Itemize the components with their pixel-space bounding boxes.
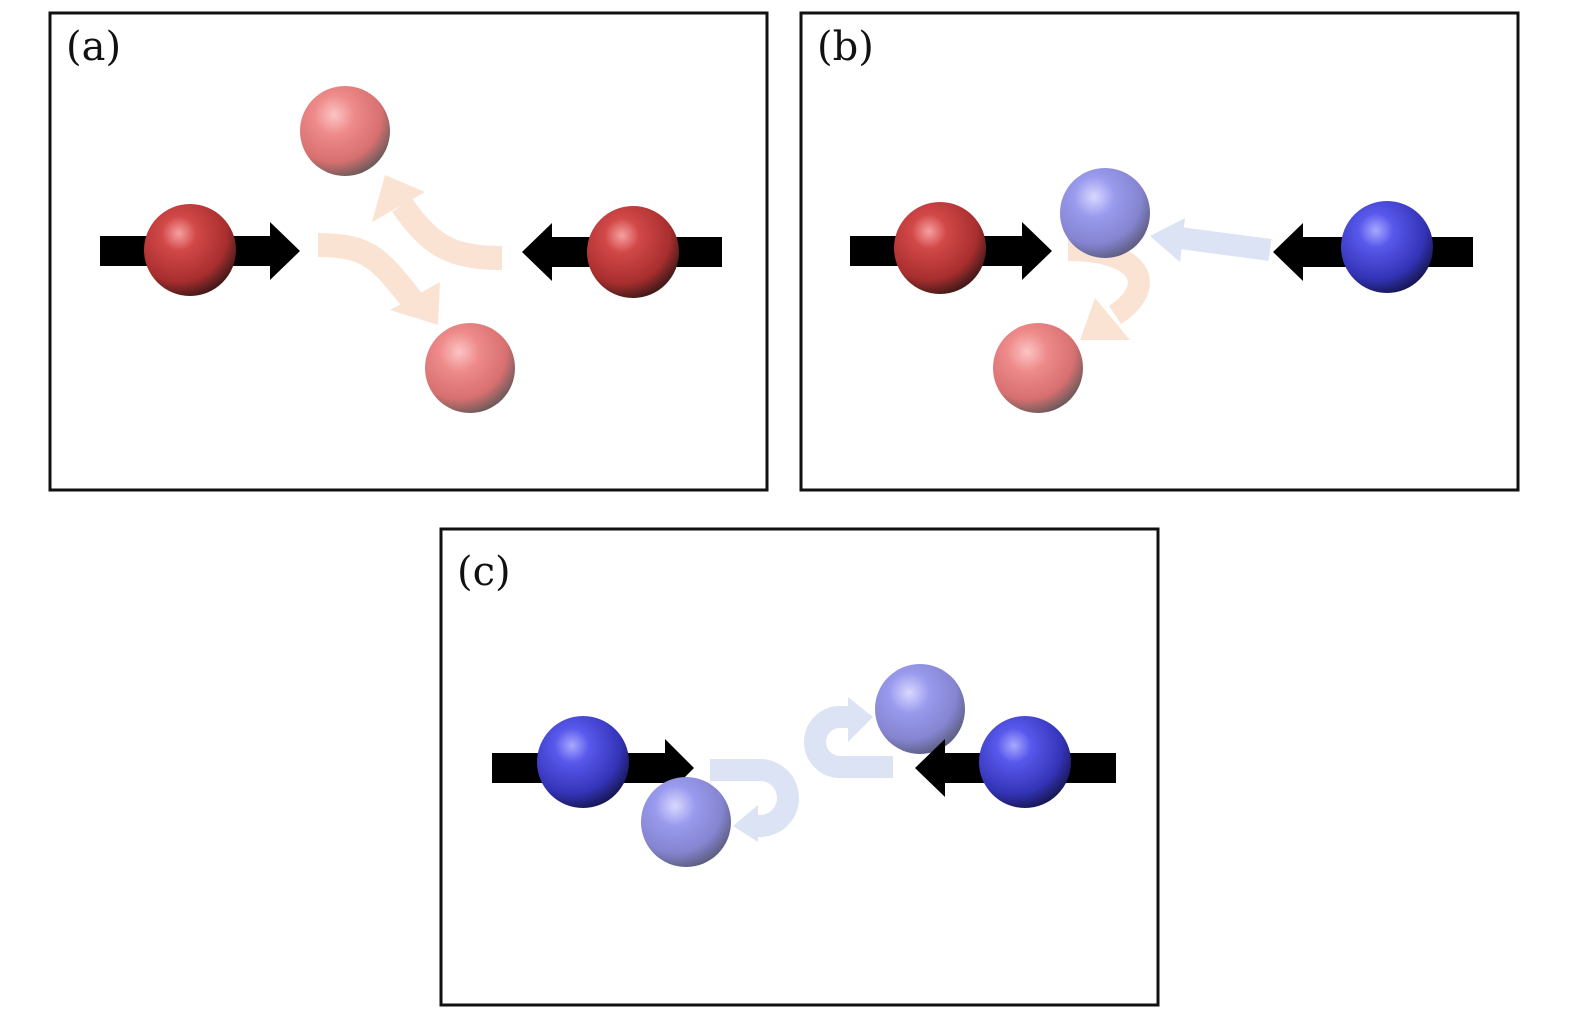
outgoing-particle-red <box>300 86 390 176</box>
blue-scatter-arrow-icon <box>1150 218 1272 262</box>
outgoing-particle-blue <box>1060 168 1150 258</box>
incoming-particle-blue <box>1341 201 1433 293</box>
panel-label: (a) <box>66 24 121 70</box>
incoming-particle-blue <box>979 716 1071 808</box>
panel-label: (b) <box>817 24 874 70</box>
outgoing-particle-red <box>425 323 515 413</box>
incoming-particle-red <box>587 206 679 298</box>
panel-label: (c) <box>457 549 511 595</box>
incoming-particle-red <box>894 202 986 294</box>
incoming-particle-blue <box>537 716 629 808</box>
incoming-particle-red <box>144 204 236 296</box>
outgoing-particle-blue <box>875 664 965 754</box>
scatter-arrow-icon <box>317 175 503 325</box>
outgoing-particle-blue <box>641 777 731 867</box>
panel-a: (a) <box>48 11 769 492</box>
u-turn-arrow-icon <box>710 759 799 842</box>
outgoing-particle-red <box>993 323 1083 413</box>
panel-c: (c) <box>439 527 1160 1007</box>
panel-b: (b) <box>799 11 1520 492</box>
u-turn-arrow-icon <box>804 697 893 778</box>
